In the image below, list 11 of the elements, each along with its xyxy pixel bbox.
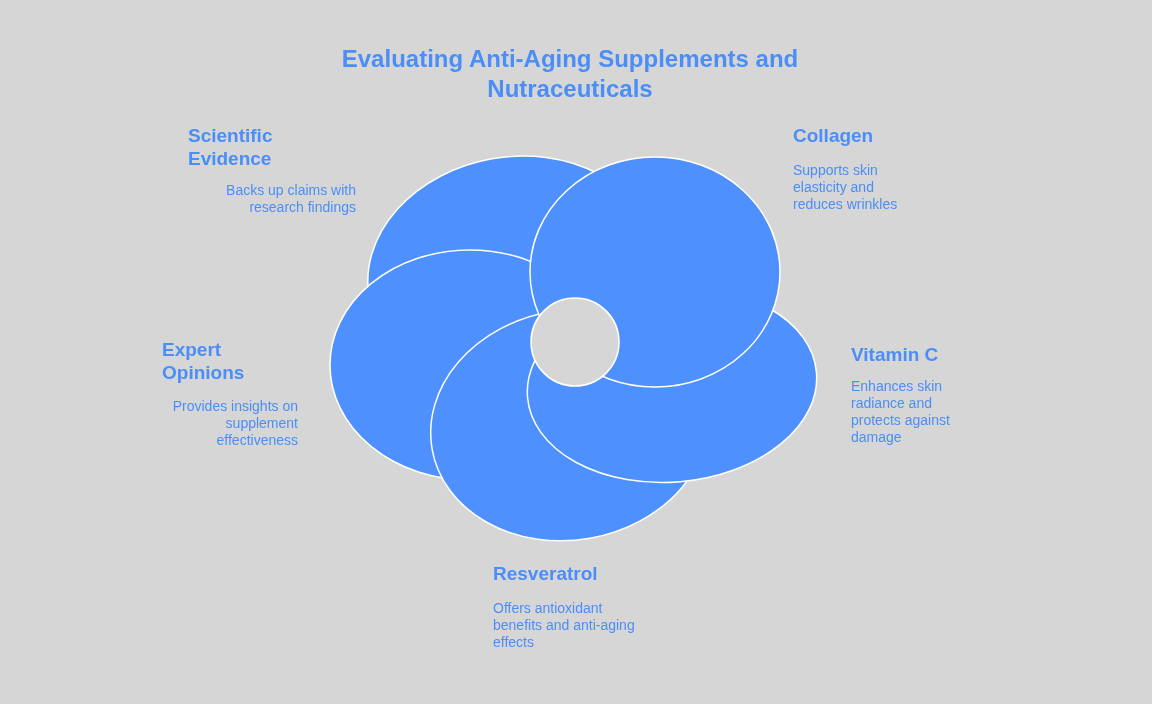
- section-heading: Collagen: [793, 124, 875, 147]
- section-heading: Vitamin C: [851, 343, 940, 366]
- section-heading: Expert Opinions: [162, 338, 246, 384]
- section-description: Enhances skin radiance and protects against damage: [851, 378, 951, 446]
- section-description: Supports skin elasticity and reduces wrinkles: [793, 162, 899, 213]
- section-description: Backs up claims with research findings: [225, 182, 356, 216]
- title: Evaluating Anti-Aging Supplements and Nutraceuticals: [340, 44, 800, 104]
- section-heading: Resveratrol: [493, 562, 599, 585]
- section-description: Offers antioxidant benefits and anti-aging effects: [493, 600, 636, 651]
- section-description: Provides insights on supplement effectiveness: [171, 398, 298, 449]
- section-heading: Scientific Evidence: [188, 124, 274, 170]
